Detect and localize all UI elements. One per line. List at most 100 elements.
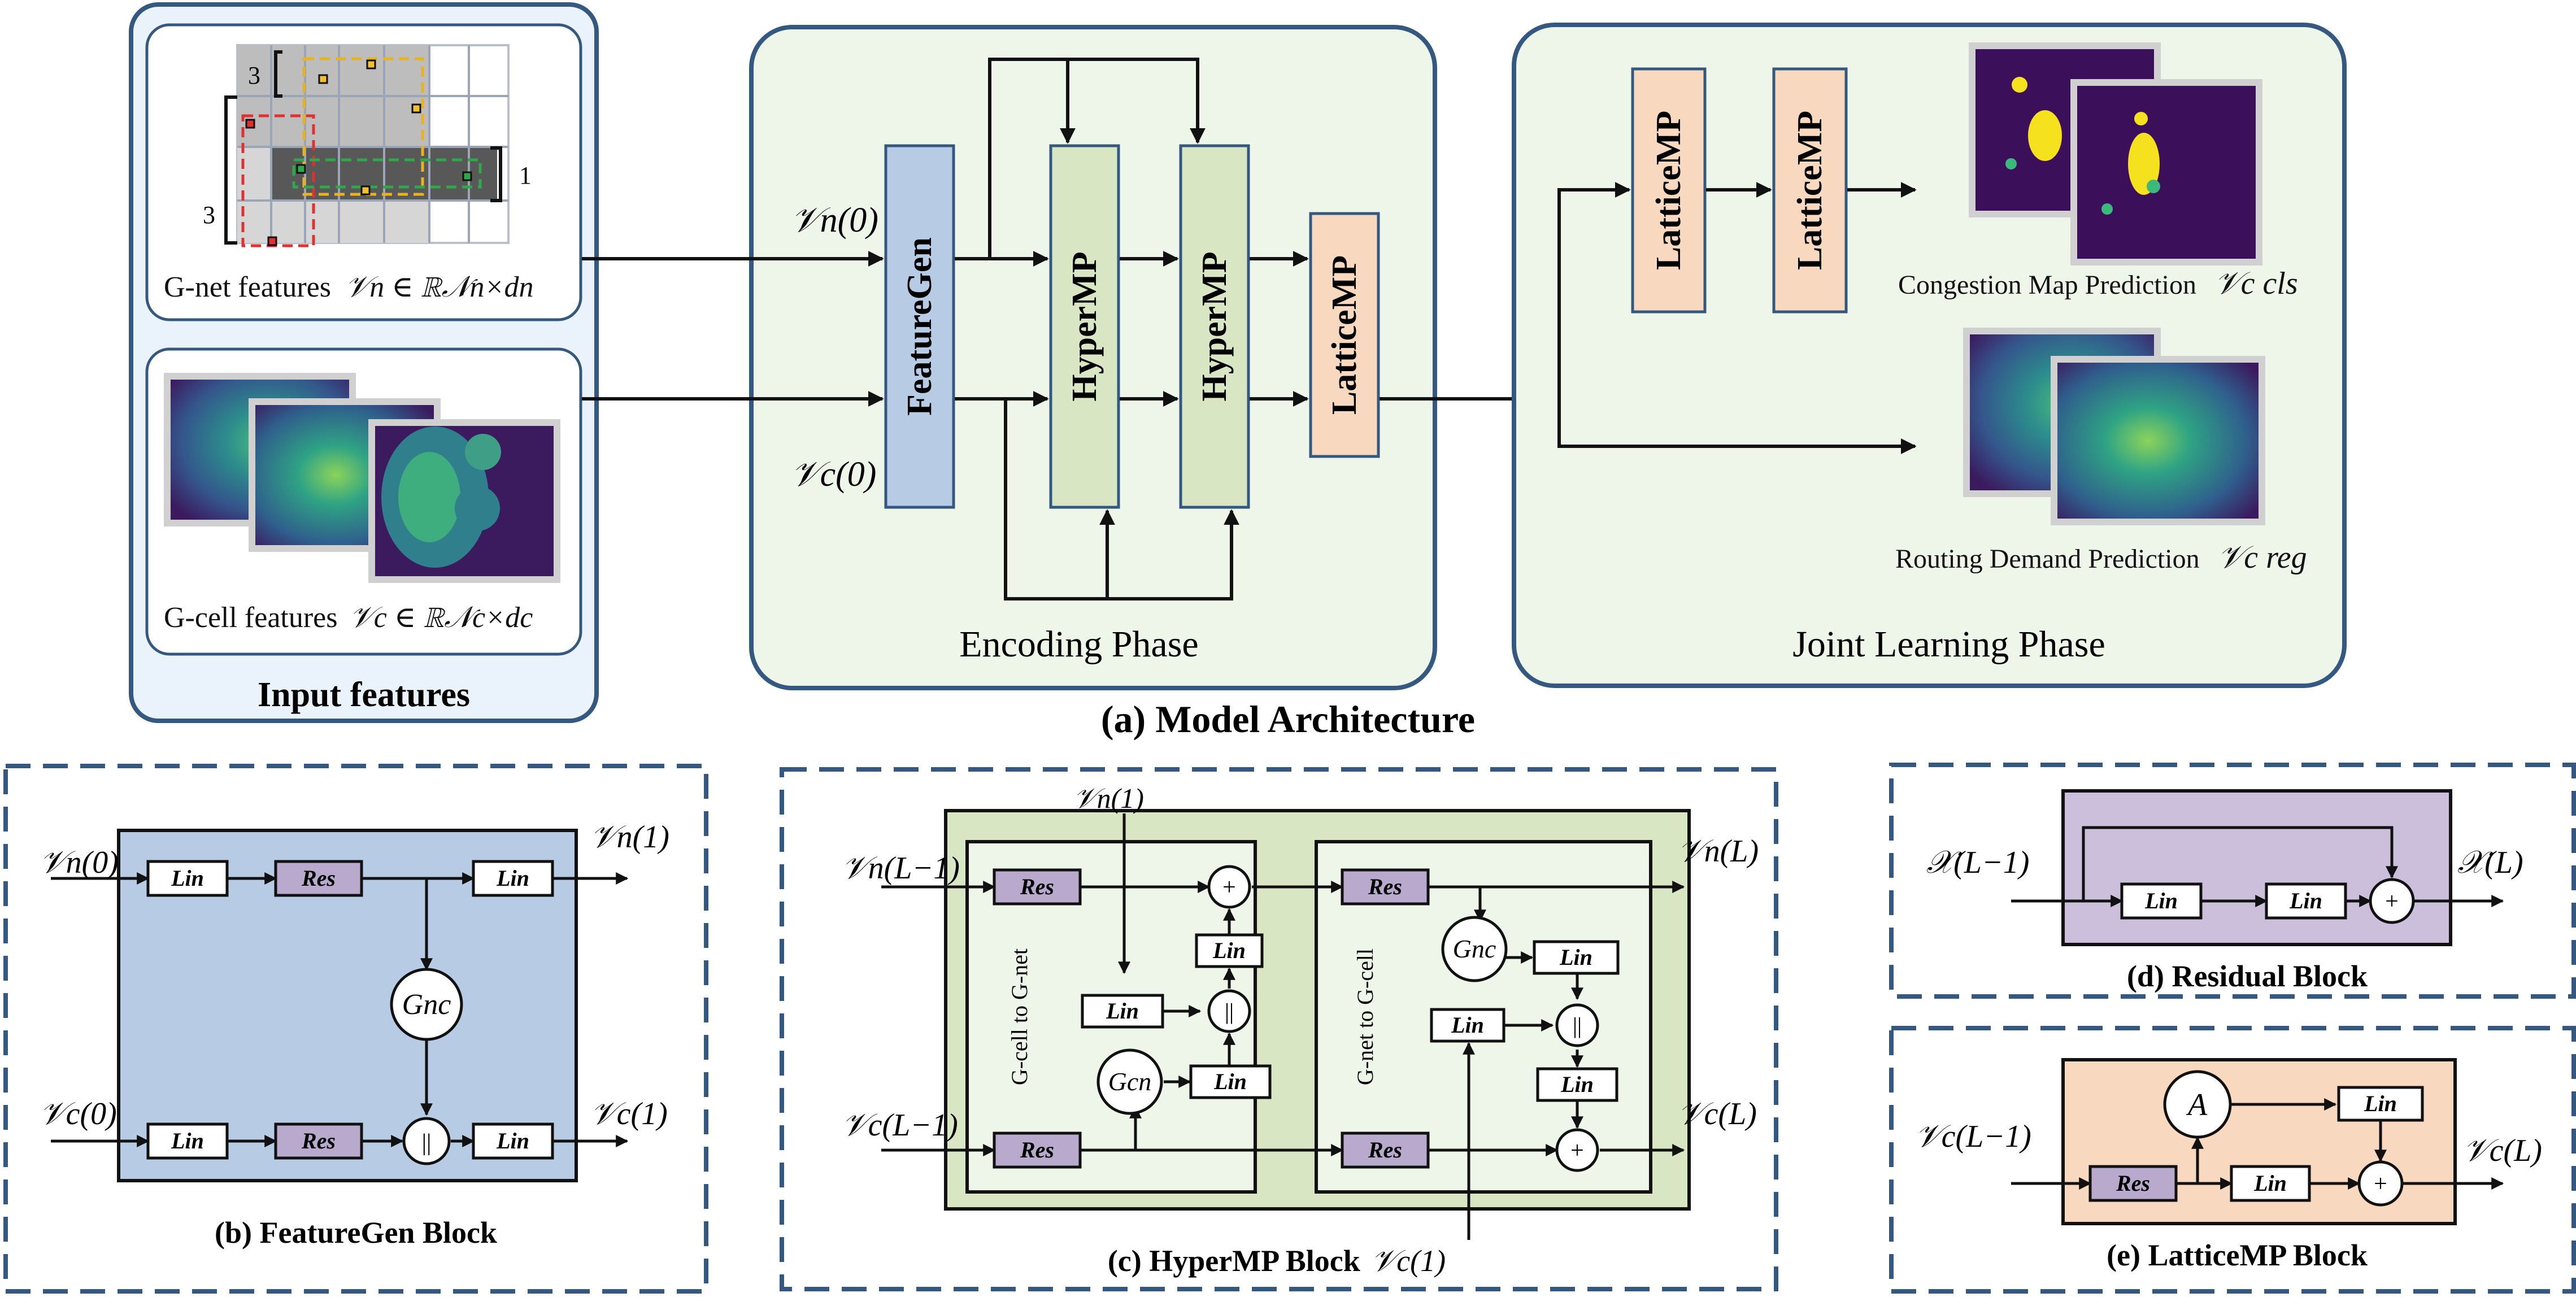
hmp-plus-right [1555,1128,1599,1172]
fg-lin-bottom-2 [472,1122,554,1160]
svg-text:G-net features 𝒱n ∈ ℝ𝒩: G-net features 𝒱n ∈ ℝ𝒩n×dn [164,271,534,303]
latticemp-module-joint-1 [1631,67,1707,314]
hypermp-right-subblock-label: G-net to G-cell [1352,948,1378,1085]
hmp-gnc-label: Gnc [1453,934,1496,963]
lmp-out: 𝒱c(L) [2463,1133,2542,1168]
joint-learning-phase-title: Joint Learning Phase [1792,624,2105,665]
hmp-concat-left-label: || [1225,999,1234,1024]
res-lin-1-label: Lin [2144,888,2178,913]
gcell-feature-maps [164,373,560,583]
fg-in-n: 𝒱n(0) [40,845,119,880]
grid-label-right: 1 [519,162,532,189]
fg-gnc-node [390,968,463,1041]
hmp-concat-right [1555,1003,1599,1047]
lmp-plus-node [2357,1160,2404,1207]
fg-res-bottom-label: Res [301,1128,336,1154]
res-plus-label: + [2385,889,2399,915]
hypermp-left-subblock-label: G-cell to G-net [1007,948,1032,1085]
hypermp-block-panel: G-cell to G-net G-net to G-cell [780,767,1778,1291]
fg-lin-top-1-label: Lin [171,865,204,891]
hmp-res-bottom-right-label: Res [1368,1137,1402,1163]
hmp-concat-left [1207,989,1251,1033]
lmp-res-label: Res [2116,1170,2150,1196]
joint-learning-phase-panel: Joint Learning Phase LatticeMP LatticeMP [1512,23,2347,688]
latticemp-module-joint-2 [1772,67,1848,314]
hmp-gcn-label: Gcn [1108,1067,1152,1096]
hmp-lin-left-upper [1195,933,1264,968]
latticemp-module-joint-1-label: LatticeMP [1650,111,1688,270]
hmp-lin-right-lower-label: Lin [1560,1072,1594,1097]
gcell-features-formula: 𝒱c ∈ ℝ𝒩c×dc [349,602,533,634]
hmp-plus-right-label: + [1570,1138,1584,1164]
hmp-res-bottom-left-label: Res [1020,1137,1054,1163]
gnet-features-caption: G-net features [164,271,331,303]
lmp-lin-lower [2230,1165,2311,1202]
hmp-in-c: 𝒱c(L−1) [842,1108,958,1143]
gcell-features-caption: G-cell features [164,602,337,634]
grid-label-top: 3 [248,62,260,89]
latticemp-module-encoding-label: LatticeMP [1325,255,1364,415]
res-plus-node [2369,878,2415,924]
hmp-plus-left [1207,865,1251,909]
featuregen-block-caption: (b) FeatureGen Block [215,1216,497,1250]
hmp-vn1: 𝒱n(1) [1073,782,1144,814]
featuregen-block-panel: Lin Res Lin Gnc Lin Res || Lin 𝒱n(0) 𝒱c(… [3,764,708,1294]
vn0-label: 𝒱n(0) [791,201,878,240]
congestion-caption: Congestion Map Prediction [1898,270,2196,300]
fg-res-top [274,860,363,897]
hmp-res-bottom-right [1341,1131,1430,1169]
lmp-lin-upper-label: Lin [2364,1091,2397,1116]
hmp-lin-left-mid [1081,994,1164,1029]
hmp-lin-right-upper-label: Lin [1559,945,1592,970]
gnet-grid-illustration: 3 3 1 [203,44,532,247]
svg-text:G-cell features 𝒱c ∈ ℝ�: G-cell features 𝒱c ∈ ℝ𝒩c×dc [164,602,533,634]
latticemp-block-caption: (e) LatticeMP Block [2107,1238,2368,1272]
featuregen-module [884,144,955,509]
routing-demand-outputs [1963,328,2265,525]
fg-in-c: 𝒱c(0) [40,1096,117,1131]
res-in: 𝒳(L−1) [1926,845,2029,880]
res-lin-1 [2120,882,2203,920]
grid-label-left: 3 [203,201,215,229]
svg-text:(c) HyperMP Block 𝒱c(1): (c) HyperMP Block 𝒱c(1) [1108,1244,1446,1278]
fg-lin-top-1 [146,860,229,897]
hmp-concat-right-label: || [1573,1013,1582,1038]
residual-block-panel: Lin Lin + 𝒳(L−1) 𝒳(L) (d) Residual Block [1889,763,2576,999]
hypermp-module-1-label: HyperMP [1065,251,1104,401]
fg-out-c: 𝒱c(1) [590,1096,668,1131]
hmp-out-n: 𝒱n(L) [1678,834,1759,869]
model-architecture-caption: (a) Model Architecture [1101,698,1475,741]
routing-symbol: 𝒱c reg [2218,540,2307,575]
fg-res-bottom [274,1122,363,1160]
lmp-plus-label: + [2374,1171,2387,1197]
hypermp-module-2 [1179,144,1250,509]
input-features-title: Input features [258,676,470,714]
fg-lin-bottom-1 [146,1122,229,1160]
hmp-in-n: 𝒱n(L−1) [842,851,960,886]
hmp-lin-right-mid [1430,1008,1505,1043]
hmp-lin-left-mid-label: Lin [1106,998,1139,1024]
residual-block-caption: (d) Residual Block [2127,959,2368,993]
latticemp-block-panel: Res A Lin Lin + 𝒱c(L−1) 𝒱c(L) (e) Lattic… [1889,1026,2576,1294]
hypermp-block-caption: (c) HyperMP Block [1108,1244,1360,1278]
fg-lin-bottom-2-label: Lin [496,1128,529,1154]
lmp-a-node [2163,1070,2232,1139]
hmp-res-top-right-label: Res [1368,874,1402,899]
hmp-plus-left-label: + [1222,874,1236,900]
res-lin-2-label: Lin [2289,888,2322,913]
svg-text:Congestion Map Prediction: Congestion Map Prediction 𝒱c cls [1898,266,2298,301]
hmp-lin-left-lower [1189,1064,1272,1099]
hmp-gcn-node [1096,1048,1163,1115]
svg-text:Routing Demand Prediction: Routing Demand Prediction 𝒱c reg [1895,540,2307,575]
lmp-res [2088,1165,2178,1202]
featuregen-module-label: FeatureGen [900,237,939,416]
fg-res-top-label: Res [301,865,336,891]
hmp-lin-left-lower-label: Lin [1213,1069,1247,1094]
congestion-map-outputs [1969,42,2262,266]
encoding-phase-panel: Encoding Phase FeatureGen HyperMP HyperM… [582,25,1559,690]
fg-lin-bottom-1-label: Lin [171,1128,204,1154]
fg-lin-top-2 [472,860,554,897]
lmp-a-label: A [2186,1087,2208,1122]
lmp-lin-lower-label: Lin [2253,1170,2287,1196]
